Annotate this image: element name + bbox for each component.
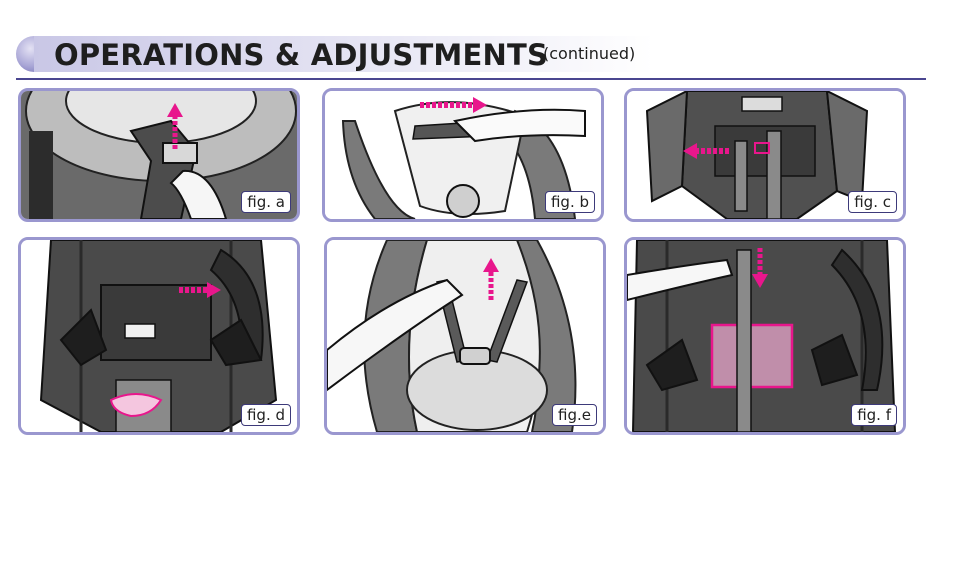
header-rule [16,78,926,80]
figure-d-label: fig. d [240,404,291,426]
figure-c-label: fig. c [848,191,897,213]
page-subtitle: (continued) [543,44,636,63]
header-gradient-band [34,36,654,72]
figure-b-label: fig. b [544,191,595,213]
figure-d-illustration [21,240,297,432]
figure-a-panel: fig. a [18,88,300,222]
page-header: OPERATIONS & ADJUSTMENTS (continued) [16,34,926,82]
figure-c-panel: fig. c [624,88,906,222]
figure-f-illustration [627,240,903,432]
figure-f-label: fig. f [851,404,897,426]
figure-a-label: fig. a [241,191,291,213]
figure-e-illustration [327,240,603,432]
figure-c-illustration [627,91,903,219]
page-title: OPERATIONS & ADJUSTMENTS [54,38,549,72]
figure-f-panel: fig. f [624,237,906,435]
figure-d-panel: fig. d [18,237,300,435]
figure-e-label: fig.e [552,404,597,426]
figure-e-panel: fig.e [324,237,606,435]
figure-b-panel: fig. b [322,88,604,222]
